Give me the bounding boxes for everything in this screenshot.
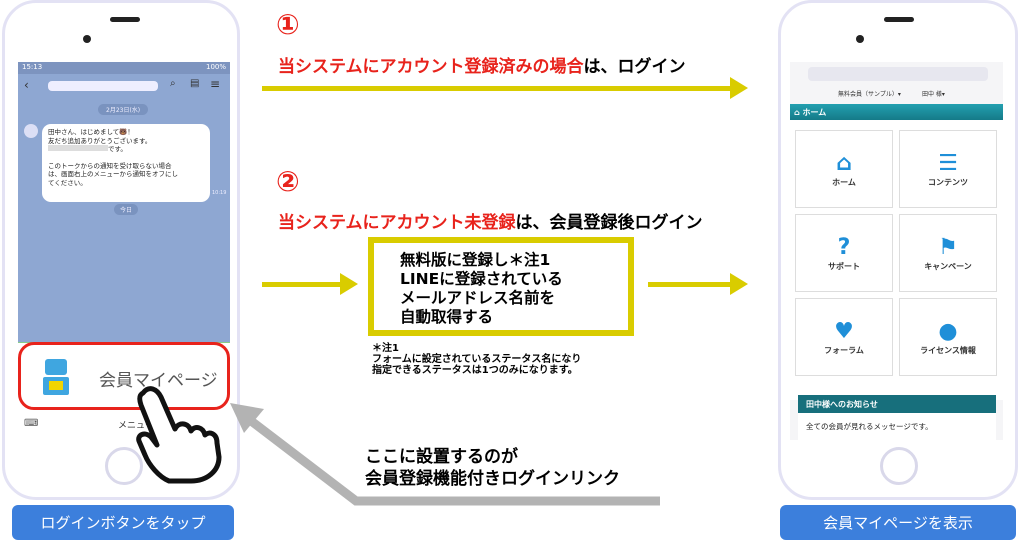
note-line: 指定できるステータスは1つのみになります。 (372, 365, 578, 376)
question-icon: ? (837, 234, 851, 260)
home-button[interactable] (880, 447, 918, 485)
placement-text: ここに設置するのが 会員登録機能付きログインリンク (365, 447, 620, 489)
member-page-screen: 無料会員（サンプル）▾ 田中 様▾ ⌂ ホーム ⌂ホーム ☰コンテンツ ?サポー… (790, 62, 1003, 440)
menu-icon[interactable]: ≡ (210, 77, 221, 91)
plan-dropdown[interactable]: 無料会員（サンプル）▾ (838, 91, 901, 98)
back-icon[interactable]: ‹ (24, 78, 29, 92)
arrow-step2a (262, 282, 342, 287)
notice-title: 田中様へのお知らせ (798, 395, 996, 413)
pointing-hand-icon (135, 385, 225, 485)
tile-forum[interactable]: ♥フォーラム (795, 298, 893, 376)
search-bar[interactable] (808, 67, 988, 81)
chat-header: ‹ ⌕ ▤ ≡ (18, 74, 230, 98)
arrow-step2b (648, 282, 732, 287)
arrow-step2b-head (730, 273, 748, 295)
box-line: メールアドレス名前を (400, 289, 556, 307)
message-bubble: 田中さん、はじめまして🐻！ 友だち追加ありがとうございます。 です。 このトーク… (42, 124, 210, 202)
arrow-step2a-head (340, 273, 358, 295)
tile-license[interactable]: ●ライセンス情報 (899, 298, 997, 376)
menu-label[interactable]: メニュー (118, 421, 155, 431)
placement-arrow (230, 403, 660, 506)
message-line: 友だち追加ありがとうございます。 (48, 136, 152, 145)
tile-home[interactable]: ⌂ホーム (795, 130, 893, 208)
message-line: 田中さん、はじめまして🐻！ (48, 128, 134, 136)
home-header: ⌂ ホーム (790, 104, 1003, 120)
keyboard-icon[interactable]: ⌨ (24, 418, 39, 429)
flag-icon: ⚑ (938, 234, 958, 260)
home-button[interactable] (105, 447, 143, 485)
tile-campaign[interactable]: ⚑キャンペーン (899, 214, 997, 292)
rich-menu-label: 会員マイページ (99, 371, 218, 391)
blurred-name (48, 81, 158, 91)
avatar (24, 124, 38, 138)
list-icon: ☰ (938, 150, 958, 176)
note-title: ＊注1 (372, 343, 399, 354)
message-line: です。 (48, 145, 204, 154)
date-chip: 2月23日(水) (98, 104, 149, 115)
box-line: LINEに登録されている (400, 270, 563, 288)
tile-contents[interactable]: ☰コンテンツ (899, 130, 997, 208)
message-line: このトークからの通知を受け取らない場合 (48, 161, 172, 170)
tile-support[interactable]: ?サポート (795, 214, 893, 292)
home-icon: ⌂ (836, 150, 852, 176)
robot-icon (37, 353, 75, 401)
left-caption-button: ログインボタンをタップ (12, 505, 234, 540)
status-time: 15:13 (22, 63, 43, 71)
user-dropdown[interactable]: 田中 様▾ (922, 91, 945, 98)
step1-number: ① (276, 8, 300, 41)
notice-text: 全ての会員が見れるメッセージです。 (798, 413, 996, 440)
right-caption-button: 会員マイページを表示 (780, 505, 1016, 540)
message-time: 10:19 (212, 190, 227, 196)
step2-caption: 当システムにアカウント未登録は、会員登録後ログイン (278, 213, 703, 233)
message-line: てください。 (48, 178, 87, 187)
status-battery: 100% (205, 63, 226, 71)
camera (83, 35, 91, 43)
auto-register-box: 無料版に登録し＊注1 LINEに登録されている メールアドレス名前を 自動取得す… (368, 237, 634, 336)
message-line: は、画面右上のメニューから通知をオフにし (48, 170, 178, 178)
step2-number: ② (276, 165, 300, 198)
box-line: 自動取得する (400, 308, 494, 326)
user-icon: ● (938, 318, 958, 344)
today-chip: 今日 (114, 204, 139, 215)
note-line: フォームに設定されているステータス名になり (372, 354, 582, 365)
speaker (110, 17, 140, 22)
arrow-step1-head (730, 77, 748, 99)
box-line: 無料版に登録し＊注1 (400, 251, 551, 269)
step1-caption: 当システムにアカウント登録済みの場合は、ログイン (278, 57, 686, 77)
speaker (884, 17, 914, 22)
heart-icon: ♥ (834, 318, 854, 344)
rich-menu-button[interactable]: 会員マイページ (18, 342, 230, 410)
status-bar: 15:13 100% (18, 62, 230, 74)
search-icon[interactable]: ⌕ (170, 78, 176, 89)
note: ＊注1 フォームに設定されているステータス名になり 指定できるステータスは1つの… (372, 343, 581, 376)
arrow-step1 (262, 86, 732, 91)
notes-icon[interactable]: ▤ (190, 78, 200, 89)
camera (856, 35, 864, 43)
